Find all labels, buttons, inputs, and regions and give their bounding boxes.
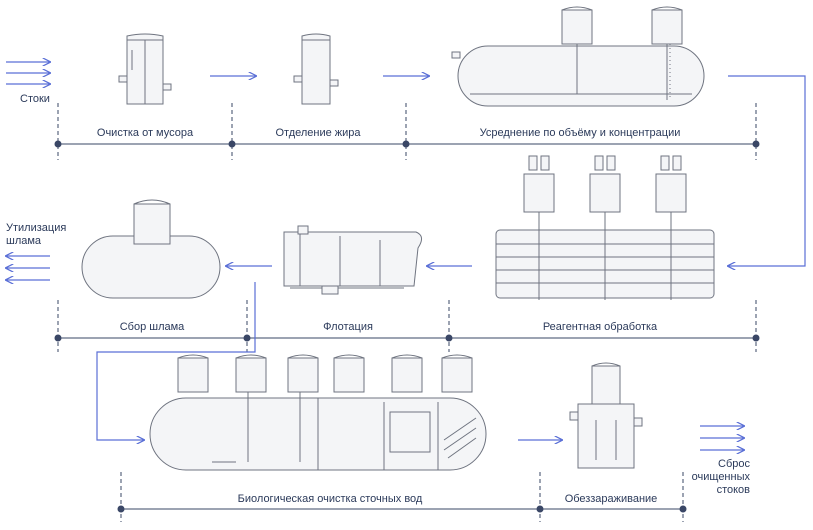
sludge-disposal-label: Утилизация шлама [6,222,67,247]
stage-equalization-label: Усреднение по объёму и концентрации [479,127,681,139]
pipe-reactor [495,212,715,300]
inflow-arrows [6,62,50,84]
stage-sludge-label: Сбор шлама [119,321,185,333]
debris-separator [118,33,172,105]
flotation-unit [283,225,422,295]
stage-fat-label: Отделение жира [275,127,361,139]
stage-debris-label: Очистка от мусора [96,127,194,139]
stage-reagent-label: Реагентная обработка [542,321,658,333]
reagent-dosing-units [523,155,687,213]
timeline-row-1 [54,103,760,160]
clean-out-arrows [700,426,744,450]
stage-flotation-label: Флотация [323,321,373,333]
timeline-row-2 [54,300,760,352]
sludge-out-arrows [6,256,50,280]
stage-biological-label: Биологическая очистка сточных вод [237,493,423,505]
timeline-row-3 [117,472,687,522]
stage-disinfection-label: Обеззараживание [564,493,658,505]
biological-module [149,354,487,471]
flow-arrows [96,76,806,440]
treated-discharge-label: Сброс очищенных стоков [691,458,750,496]
fat-separator [293,33,339,105]
sludge-tank [81,199,221,299]
inflow-label: Стоки [20,93,50,105]
disinfection-unit [569,362,643,469]
equalization-tank [451,6,705,107]
